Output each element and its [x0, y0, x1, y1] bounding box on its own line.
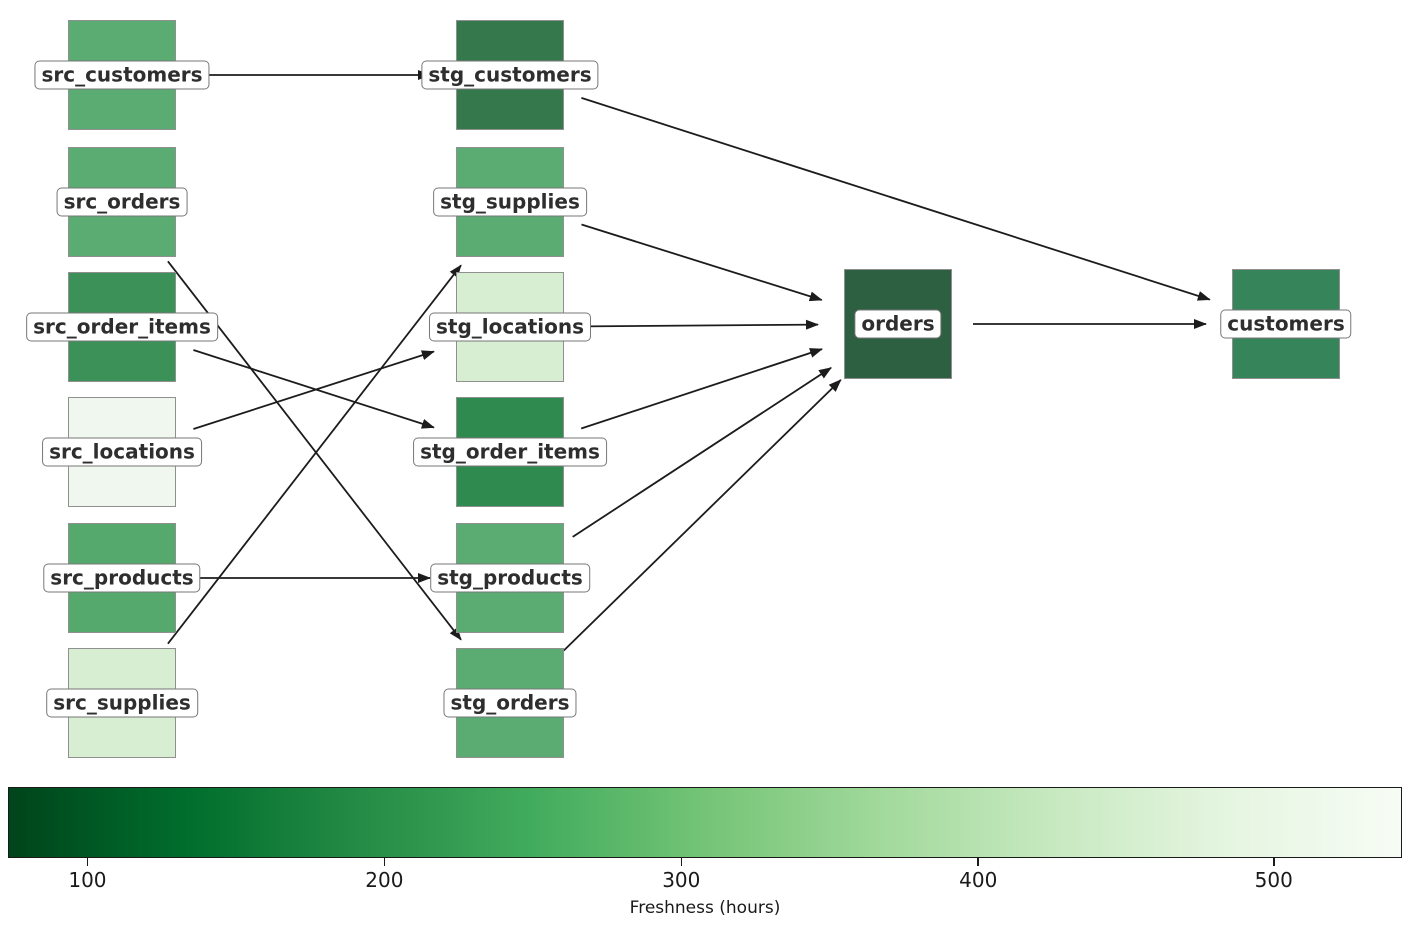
edge-src_order_items-to-stg_order_items [193, 349, 435, 429]
edge-stg_order_items-to-orders [580, 348, 823, 430]
edge-stg_customers-to-customers [581, 97, 1211, 301]
node-label-src_orders: src_orders [56, 187, 188, 217]
colorbar-tick-300 [680, 858, 683, 866]
node-label-src_order_items: src_order_items [26, 312, 218, 342]
node-label-src_products: src_products [43, 563, 201, 593]
edges-group [167, 70, 1211, 652]
edge-src_supplies-to-stg_supplies [167, 264, 462, 645]
edge-stg_locations-to-orders [584, 319, 819, 330]
edge-stg_products-to-orders [572, 367, 832, 538]
node-label-stg_locations: stg_locations [428, 312, 592, 342]
node-label-stg_customers: stg_customers [421, 60, 599, 90]
colorbar-tick-500 [1272, 858, 1275, 866]
edge-stg_supplies-to-orders [581, 223, 823, 302]
colorbar-tick-label-100: 100 [68, 868, 107, 892]
colorbar-tick-label-300: 300 [662, 868, 701, 892]
node-label-stg_orders: stg_orders [443, 688, 577, 718]
node-label-stg_supplies: stg_supplies [433, 187, 587, 217]
edge-src_locations-to-stg_locations [193, 350, 435, 430]
node-label-orders: orders [854, 309, 942, 339]
node-label-src_supplies: src_supplies [46, 688, 198, 718]
node-label-customers: customers [1220, 309, 1352, 339]
colorbar-tick-label-500: 500 [1254, 868, 1293, 892]
node-label-stg_order_items: stg_order_items [413, 437, 607, 467]
colorbar-tick-100 [86, 858, 89, 866]
colorbar-axis-label: Freshness (hours) [629, 898, 781, 918]
node-label-src_customers: src_customers [34, 60, 210, 90]
colorbar-tick-400 [977, 858, 980, 866]
node-label-src_locations: src_locations [42, 437, 202, 467]
colorbar-tick-label-200: 200 [365, 868, 404, 892]
node-label-stg_products: stg_products [430, 563, 590, 593]
colorbar-tick-200 [383, 858, 386, 866]
colorbar-tick-label-400: 400 [959, 868, 998, 892]
colorbar-gradient [8, 787, 1402, 858]
edge-stg_orders-to-orders [563, 379, 842, 652]
